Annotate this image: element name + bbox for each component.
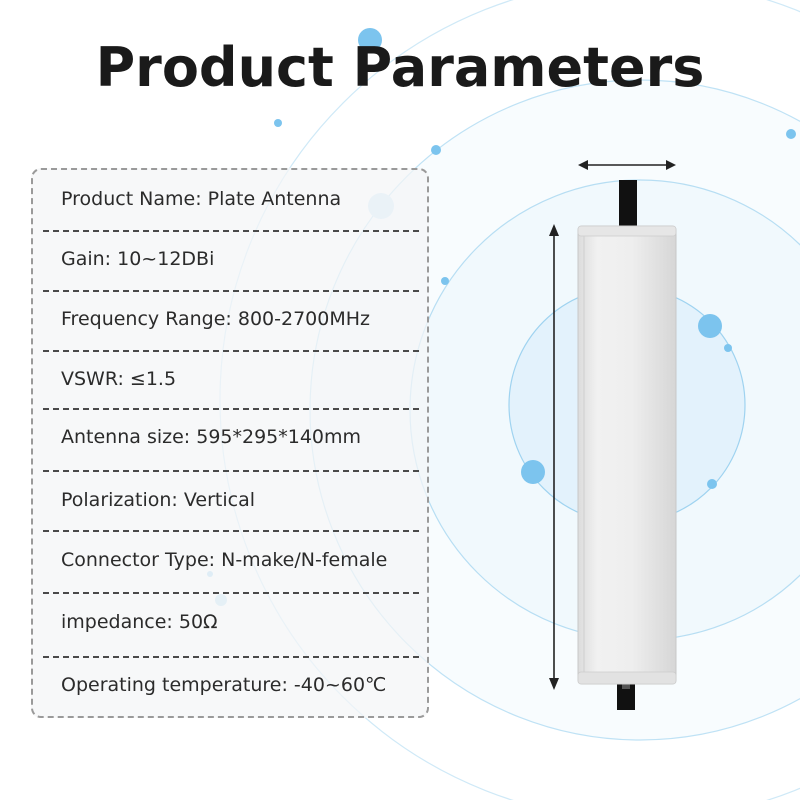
bg-dot [698,314,722,338]
spec-row: VSWR: ≤1.5 [43,352,419,410]
spec-row: Connector Type: N-make/N-female [43,532,419,594]
spec-row: Polarization: Vertical [43,472,419,532]
bg-dot [707,479,717,489]
spec-impedance: impedance: 50Ω [61,611,218,633]
spec-vswr: VSWR: ≤1.5 [61,368,177,390]
mounting-bracket-top [619,180,637,228]
spec-row: Product Name: Plate Antenna [43,170,419,232]
bg-dot [274,119,282,127]
spec-product-name: Product Name: Plate Antenna [61,188,342,210]
bg-dot [724,344,732,352]
spec-operating-temperature: Operating temperature: -40~60℃ [61,674,387,696]
spec-row: Frequency Range: 800-2700MHz [43,292,419,352]
height-dimension-arrow [549,224,559,690]
spec-polarization: Polarization: Vertical [61,489,255,511]
bg-dot [431,145,441,155]
antenna-illustration [549,160,677,710]
mounting-bracket-bottom [617,682,635,710]
spec-antenna-size: Antenna size: 595*295*140mm [61,426,362,448]
spec-row: Antenna size: 595*295*140mm [43,410,419,472]
bg-dot [441,277,449,285]
bg-dot [358,28,382,52]
spec-row: Operating temperature: -40~60℃ [43,658,419,716]
spec-frequency-range: Frequency Range: 800-2700MHz [61,308,370,330]
bg-dot [786,129,796,139]
spec-gain: Gain: 10~12DBi [61,248,215,270]
bg-dot [521,460,545,484]
spec-row: impedance: 50Ω [43,594,419,658]
specifications-panel: Product Name: Plate Antenna Gain: 10~12D… [31,168,429,718]
width-dimension-arrow [578,160,676,170]
spec-row: Gain: 10~12DBi [43,232,419,292]
page-title: Product Parameters [95,36,705,99]
spec-connector-type: Connector Type: N-make/N-female [61,549,388,571]
connector-port [622,683,630,689]
antenna-radome [577,225,677,685]
